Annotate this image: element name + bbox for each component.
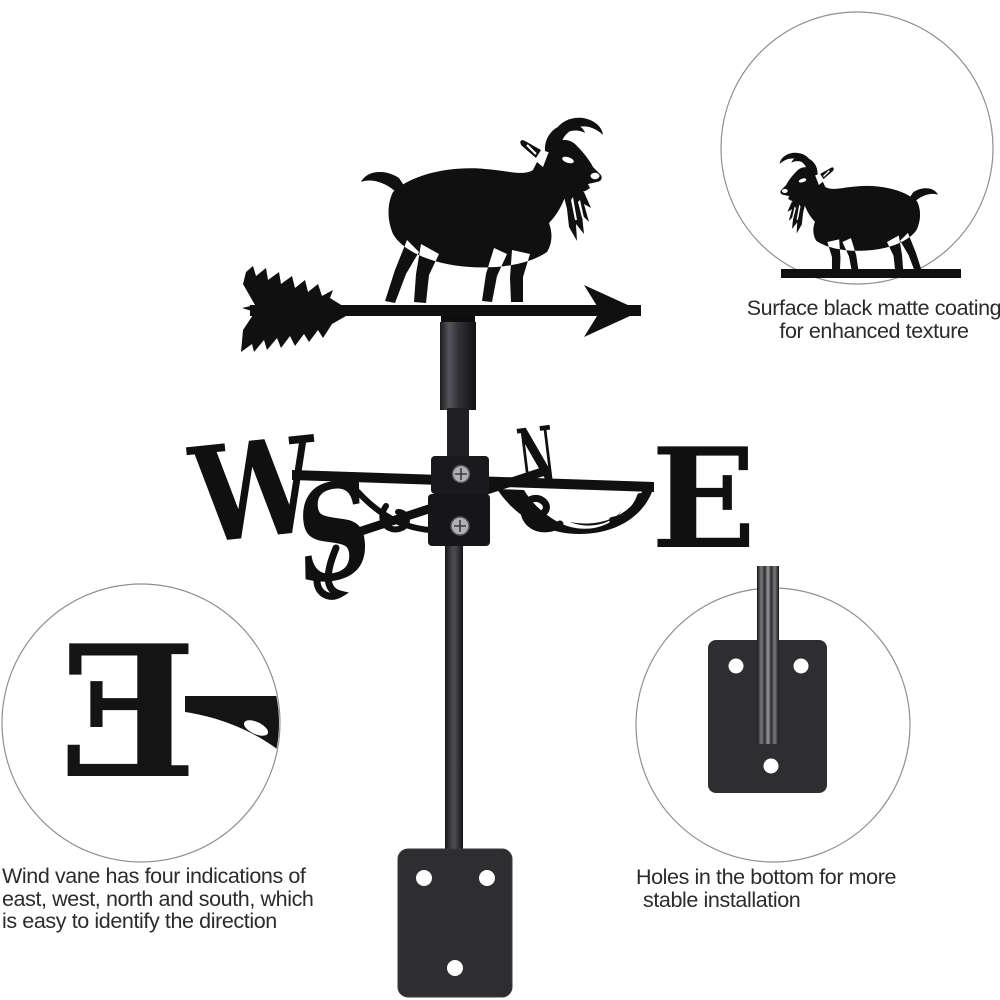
detail-letter-east: E xyxy=(58,605,197,819)
compass-letter-west: W xyxy=(182,406,328,574)
detail-circle-holes xyxy=(635,566,911,863)
center-bracket xyxy=(428,456,490,546)
arrow-fletching-icon xyxy=(241,266,346,352)
screw-icon xyxy=(450,516,470,536)
upper-rod xyxy=(440,316,476,460)
caption-line: Holes in the bottom for more xyxy=(636,865,897,889)
detail-circle-coating xyxy=(720,11,994,285)
detail-circle-direction: E xyxy=(1,583,281,863)
mounting-plate xyxy=(397,848,513,998)
arrow-head-icon xyxy=(575,285,641,337)
lower-rod xyxy=(445,546,463,852)
caption-line: east, west, north and south, which xyxy=(2,886,314,911)
compass-rose: W N E S xyxy=(182,406,756,614)
mount-hole xyxy=(763,758,779,774)
mount-hole xyxy=(416,870,432,886)
caption-line: stable installation xyxy=(643,887,801,912)
caption-coating: Surface black matte coating for enhanced… xyxy=(736,297,1000,342)
goat-silhouette xyxy=(360,116,604,304)
wind-arrow xyxy=(241,266,641,352)
mount-hole xyxy=(479,870,495,886)
mount-hole xyxy=(447,960,463,976)
rod-zoom xyxy=(757,566,779,744)
scrollwork-band xyxy=(497,489,652,535)
caption-directions: Wind vane has four indications of east, … xyxy=(2,865,338,933)
arrow-shaft xyxy=(250,305,641,316)
caption-line: for enhanced texture xyxy=(779,318,969,343)
caption-line: Surface black matte coating xyxy=(746,296,1000,320)
caption-line: Wind vane has four indications of xyxy=(2,864,306,888)
mount-hole xyxy=(728,658,744,674)
screw-icon xyxy=(451,464,471,484)
caption-holes: Holes in the bottom for more stable inst… xyxy=(636,866,946,911)
caption-line: is easy to identify the direction xyxy=(2,909,277,934)
mount-hole xyxy=(793,658,809,674)
letter-bar xyxy=(185,696,279,712)
ground-bar xyxy=(781,269,961,278)
compass-letter-east: E xyxy=(651,417,756,580)
